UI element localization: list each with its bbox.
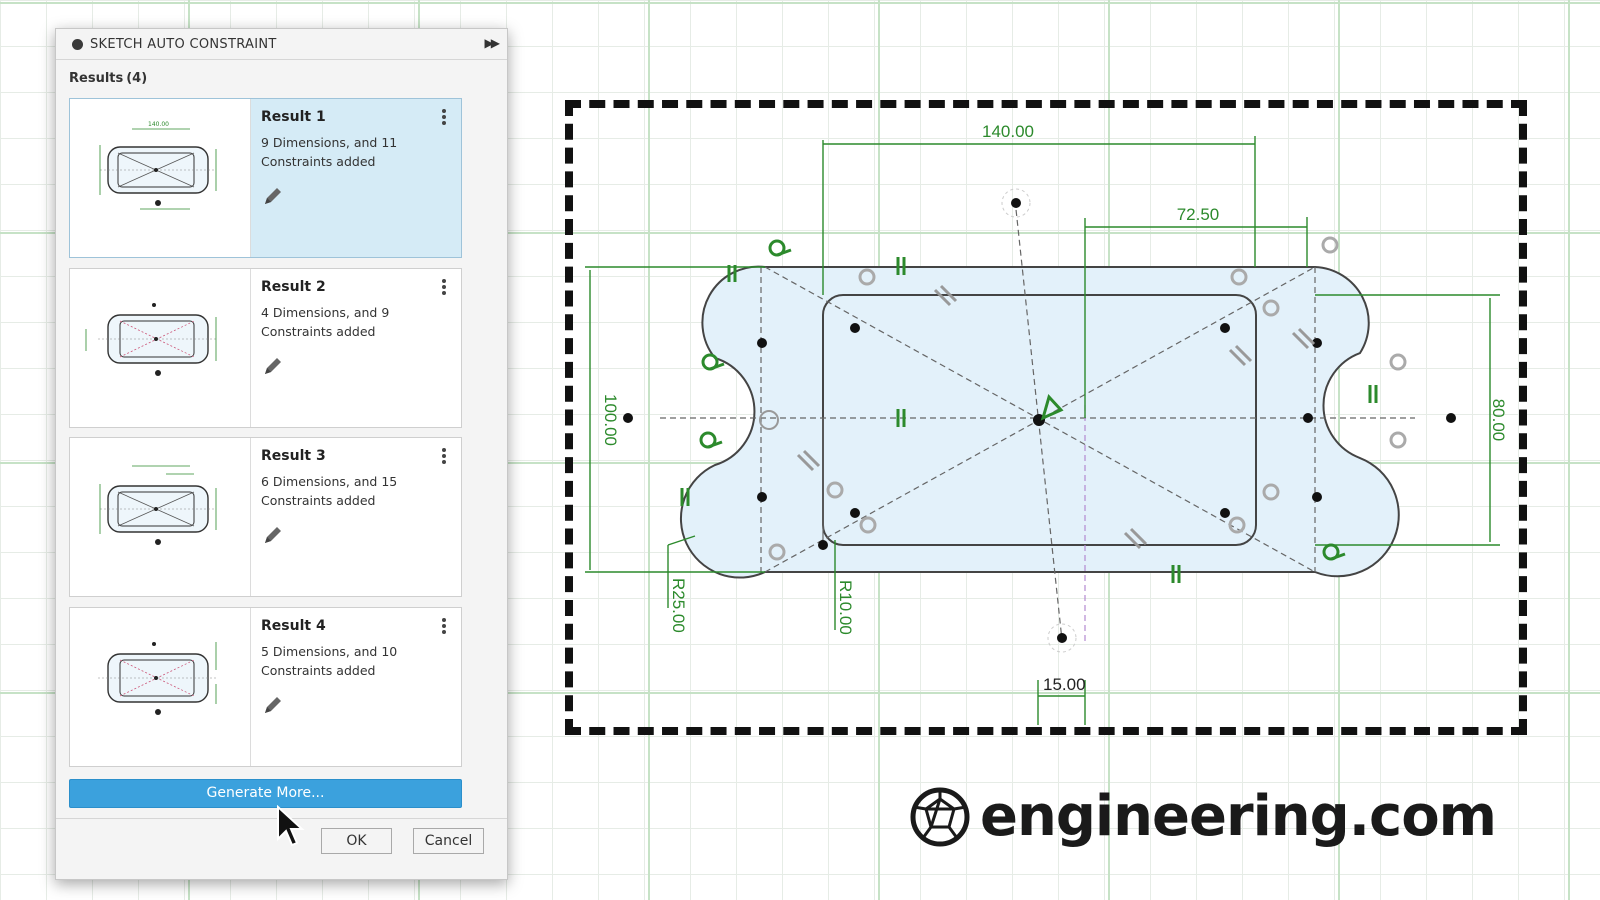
sketch-canvas[interactable]: 140.00 72.50 100.00 80.00 R25.00 R10.00 … [565, 100, 1527, 735]
dimension-radius-inner[interactable]: R10.00 [836, 580, 855, 635]
more-options-icon[interactable] [441, 448, 447, 464]
dialog-title: SKETCH AUTO CONSTRAINT [90, 36, 277, 52]
dialog-footer: OK Cancel [56, 818, 507, 880]
result-name: Result 4 [261, 618, 326, 634]
more-options-icon[interactable] [441, 618, 447, 634]
result-description: 6 Dimensions, and 15 Constraints added [261, 474, 398, 508]
result-card-3[interactable]: Result 3 6 Dimensions, and 15 Constraint… [69, 437, 462, 597]
sketch-thumbnail-icon [85, 303, 218, 376]
dimension-width-overall[interactable]: 140.00 [982, 122, 1034, 141]
pencil-icon[interactable] [262, 355, 284, 377]
ok-button[interactable]: OK [321, 828, 392, 854]
engineering-com-logo: engineering.com [910, 782, 1570, 852]
pencil-icon[interactable] [262, 524, 284, 546]
result-name: Result 1 [261, 109, 326, 125]
dimension-lines [585, 136, 1500, 725]
dialog-header[interactable]: SKETCH AUTO CONSTRAINT ▶▶ [56, 29, 507, 60]
more-options-icon[interactable] [441, 109, 447, 125]
coincident-constraint-icons [768, 236, 1407, 561]
parallel-constraint-icons [680, 257, 1378, 583]
tangent-constraint-icons [699, 239, 1346, 561]
dimension-radius-outer[interactable]: R25.00 [669, 578, 688, 633]
results-label: Results [69, 71, 124, 86]
result-card-1[interactable]: 140.00 Result 1 9 Dimensions, and 11 Con… [69, 98, 462, 258]
dimension-height-overall[interactable]: 100.00 [601, 394, 620, 446]
result-card-2[interactable]: Result 2 4 Dimensions, and 9 Constraints… [69, 268, 462, 428]
sketch-auto-constraint-dialog: SKETCH AUTO CONSTRAINT ▶▶ Results(4) 140… [55, 28, 508, 880]
result-thumbnail [70, 438, 251, 596]
double-chevron-right-icon[interactable]: ▶▶ [484, 36, 501, 50]
dimension-width-partial[interactable]: 72.50 [1177, 205, 1220, 224]
result-thumbnail: 140.00 [70, 99, 251, 257]
result-info: Result 2 4 Dimensions, and 9 Constraints… [251, 269, 461, 427]
geodesic-sphere-icon [910, 787, 970, 847]
results-count: (4) [126, 71, 148, 86]
result-name: Result 3 [261, 448, 326, 464]
equal-constraint-icons [796, 284, 1316, 550]
svg-text:140.00: 140.00 [148, 121, 169, 128]
cancel-button[interactable]: Cancel [413, 828, 484, 854]
dimension-offset[interactable]: 15.00 [1043, 675, 1086, 694]
result-description: 9 Dimensions, and 11 Constraints added [261, 135, 398, 169]
dimension-height-inner[interactable]: 80.00 [1489, 399, 1508, 442]
result-info: Result 3 6 Dimensions, and 15 Constraint… [251, 438, 461, 596]
logo-text: engineering.com [980, 784, 1497, 849]
sketch-thumbnail-icon: 140.00 [99, 121, 217, 210]
generate-more-button[interactable]: Generate More... [69, 779, 462, 808]
sketch-selection-frame [565, 100, 1527, 735]
result-info: Result 4 5 Dimensions, and 10 Constraint… [251, 608, 461, 766]
result-info: Result 1 9 Dimensions, and 11 Constraint… [251, 99, 461, 257]
result-card-4[interactable]: Result 4 5 Dimensions, and 10 Constraint… [69, 607, 462, 767]
results-heading: Results(4) [69, 71, 147, 86]
result-description: 5 Dimensions, and 10 Constraints added [261, 644, 398, 678]
result-thumbnail [70, 608, 251, 766]
sketch-thumbnail-icon [98, 642, 218, 715]
result-name: Result 2 [261, 279, 326, 295]
result-thumbnail [70, 269, 251, 427]
more-options-icon[interactable] [441, 279, 447, 295]
pencil-icon[interactable] [262, 694, 284, 716]
origin-triangle-icon [1040, 394, 1064, 421]
result-description: 4 Dimensions, and 9 Constraints added [261, 305, 390, 339]
pencil-icon[interactable] [262, 185, 284, 207]
sketch-thumbnail-icon [99, 465, 217, 545]
dialog-status-icon [72, 38, 83, 50]
